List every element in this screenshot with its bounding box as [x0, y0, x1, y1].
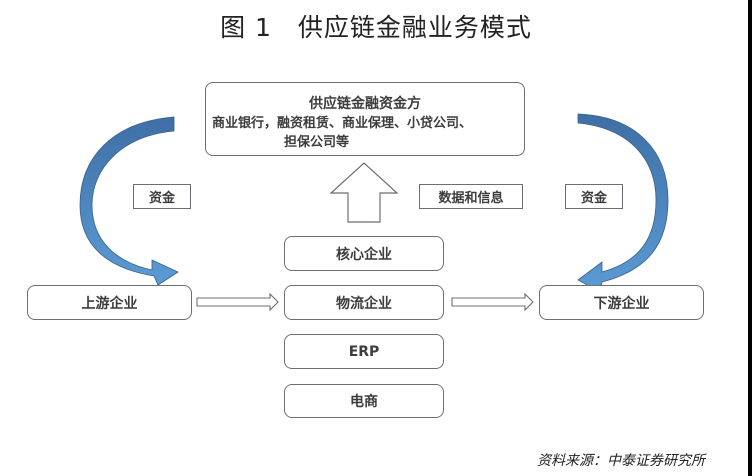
- flow-arrow-logistics-to-downstream: [451, 292, 534, 312]
- node-core-enterprise: 核心企业: [284, 236, 444, 271]
- funder-desc-line1: 商业银行，融资租赁、商业保理、小贷公司、: [212, 116, 473, 131]
- funder-desc-line2: 担保公司等: [284, 135, 350, 150]
- funds-curved-arrow-left: [79, 116, 179, 286]
- node-logistics-enterprise: 物流企业: [284, 285, 444, 320]
- node-erp: ERP: [284, 334, 444, 369]
- up-arrow: [329, 162, 399, 223]
- node-ecommerce: 电商: [284, 384, 444, 418]
- data-info-label: 数据和信息: [419, 184, 523, 209]
- figure-title-text: 供应链金融业务模式: [297, 13, 532, 42]
- funder-title: 供应链金融资金方: [309, 96, 421, 112]
- right-edge-bar: [748, 0, 752, 476]
- figure-title: 图 1 供应链金融业务模式: [0, 8, 752, 44]
- flow-arrow-upstream-to-logistics: [196, 292, 279, 312]
- figure-number: 图 1: [220, 13, 272, 42]
- funds-label-left: 资金: [133, 184, 191, 209]
- funder-box: 供应链金融资金方 商业银行，融资租赁、商业保理、小贷公司、 担保公司等: [205, 82, 525, 156]
- node-downstream-enterprise: 下游企业: [539, 285, 704, 320]
- node-upstream-enterprise: 上游企业: [27, 285, 192, 320]
- source-note: 资料来源：中泰证券研究所: [537, 453, 705, 469]
- funds-label-right: 资金: [565, 184, 623, 209]
